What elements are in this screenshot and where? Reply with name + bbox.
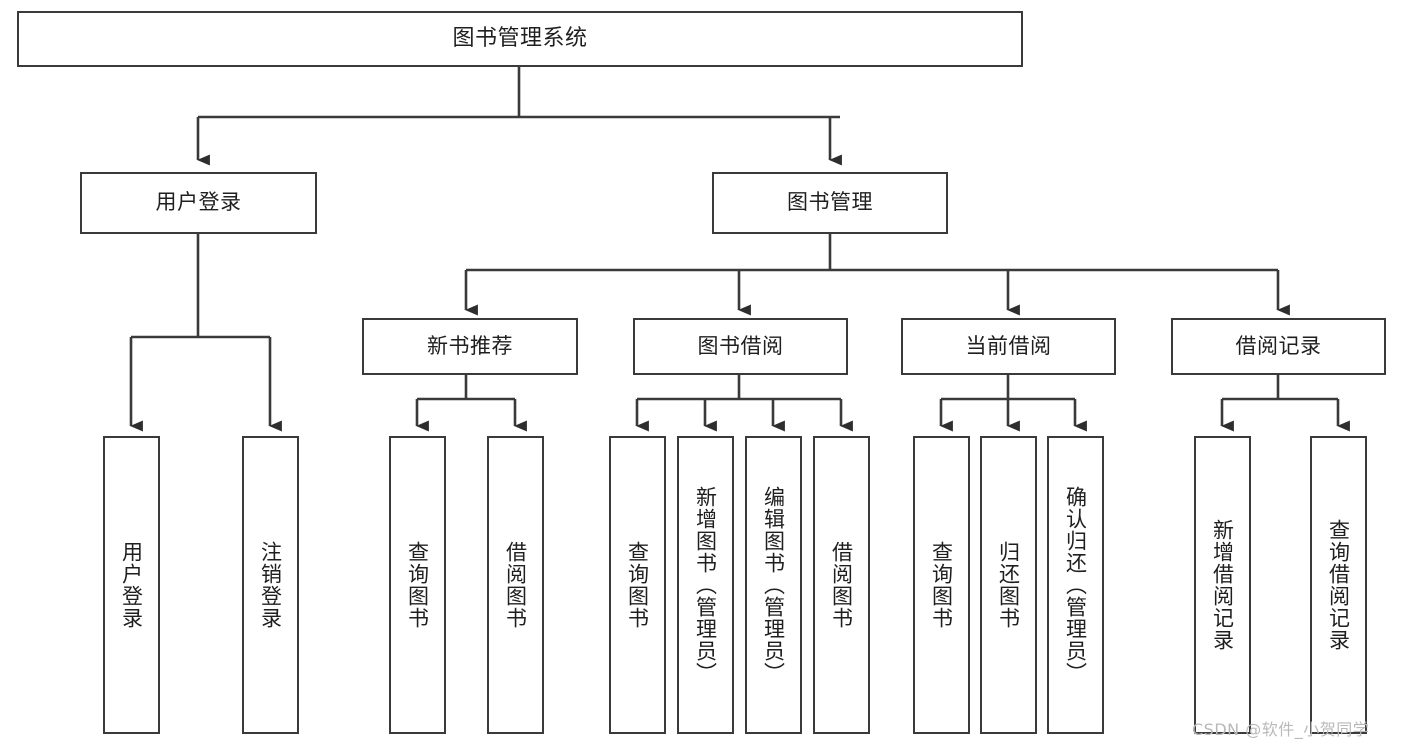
leaf-add-record[interactable]: 新增借阅记录 (1194, 436, 1251, 734)
leaf-add-book[interactable]: 新增图书（管理员） (677, 436, 734, 734)
leaf-return-book-label: 归还图书 (996, 541, 1021, 629)
leaf-user-login[interactable]: 用户登录 (103, 436, 160, 734)
node-user-login[interactable]: 用户登录 (80, 172, 317, 234)
node-borrow-record-label: 借阅记录 (1235, 333, 1322, 358)
leaf-query-book-3[interactable]: 查询图书 (913, 436, 970, 734)
leaf-return-book[interactable]: 归还图书 (980, 436, 1037, 734)
node-new-book-recommend[interactable]: 新书推荐 (362, 318, 578, 375)
leaf-add-book-label: 新增图书（管理员） (693, 486, 718, 684)
leaf-query-record[interactable]: 查询借阅记录 (1310, 436, 1367, 734)
node-root[interactable]: 图书管理系统 (17, 11, 1023, 67)
leaf-borrow-book-1[interactable]: 借阅图书 (487, 436, 544, 734)
leaf-borrow-book-2-label: 借阅图书 (829, 541, 854, 629)
node-book-manage[interactable]: 图书管理 (712, 172, 948, 234)
leaf-query-book-2[interactable]: 查询图书 (609, 436, 666, 734)
node-book-borrow[interactable]: 图书借阅 (633, 318, 848, 375)
leaf-query-book-3-label: 查询图书 (929, 541, 954, 629)
leaf-edit-book-label: 编辑图书（管理员） (761, 486, 786, 684)
leaf-query-record-label: 查询借阅记录 (1326, 519, 1351, 651)
leaf-edit-book[interactable]: 编辑图书（管理员） (745, 436, 802, 734)
leaf-add-record-label: 新增借阅记录 (1210, 519, 1235, 651)
leaf-confirm-return-label: 确认归还（管理员） (1063, 486, 1088, 684)
node-book-borrow-label: 图书借阅 (697, 333, 784, 358)
leaf-borrow-book-1-label: 借阅图书 (503, 541, 528, 629)
node-book-manage-label: 图书管理 (787, 190, 873, 215)
csdn-watermark: CSDN @软件_小贺同学 (1192, 720, 1370, 739)
node-current-borrow[interactable]: 当前借阅 (901, 318, 1116, 375)
node-new-book-recommend-label: 新书推荐 (427, 333, 513, 358)
node-user-login-label: 用户登录 (155, 190, 242, 215)
leaf-query-book-1[interactable]: 查询图书 (389, 436, 446, 734)
leaf-query-book-2-label: 查询图书 (625, 541, 650, 629)
leaf-confirm-return[interactable]: 确认归还（管理员） (1047, 436, 1104, 734)
node-current-borrow-label: 当前借阅 (965, 333, 1052, 358)
leaf-user-login-label: 用户登录 (119, 541, 144, 629)
leaf-query-book-1-label: 查询图书 (405, 541, 430, 629)
leaf-logout-login[interactable]: 注销登录 (242, 436, 299, 734)
node-borrow-record[interactable]: 借阅记录 (1171, 318, 1386, 375)
leaf-borrow-book-2[interactable]: 借阅图书 (813, 436, 870, 734)
node-root-label: 图书管理系统 (452, 25, 588, 51)
leaf-logout-login-label: 注销登录 (258, 541, 283, 629)
